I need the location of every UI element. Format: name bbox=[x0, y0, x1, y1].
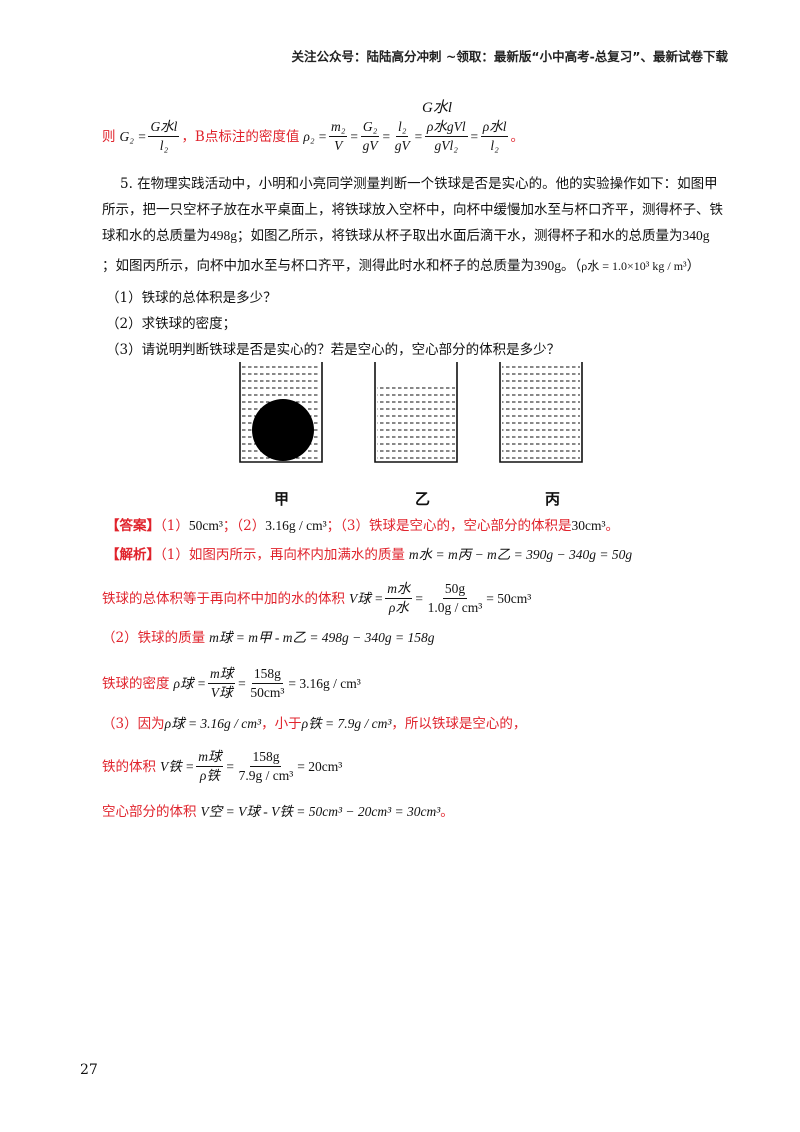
water-density: ρ水 = 1.0×10³ kg / m³ bbox=[581, 259, 687, 273]
analysis-tag: 【解析】 bbox=[106, 547, 160, 563]
cup-jia bbox=[239, 362, 323, 463]
cups-figure bbox=[239, 362, 583, 463]
floating-formula-fragment: G水l bbox=[422, 100, 453, 116]
cup-yi bbox=[374, 362, 458, 463]
cup-bing bbox=[499, 362, 583, 463]
answer-line: 【答案】（1）50cm³；（2）3.16g / cm³；（3）铁球是空心的，空心… bbox=[106, 518, 620, 534]
mass-2: 340g bbox=[682, 228, 710, 243]
figure-label-jia: 甲 bbox=[274, 490, 290, 508]
answer-tag: 【答案】 bbox=[106, 518, 160, 534]
question-1: （1）铁球的总体积是多少？ bbox=[106, 290, 277, 306]
mid-text: ，B点标注的密度值 bbox=[181, 128, 300, 145]
problem-line-1: 5. 在物理实践活动中，小明和小亮同学测量判断一个铁球是否是实心的。他的实验操作… bbox=[120, 176, 718, 192]
prefix-text: 则 bbox=[102, 128, 116, 145]
g2-lhs: G₂ = bbox=[119, 128, 147, 144]
figure-label-yi: 乙 bbox=[415, 490, 431, 508]
iron-ball bbox=[252, 399, 314, 461]
page-header: 关注公众号：陆陆高分冲刺 ~领取：最新版“小中高考-总复习”、最新试卷下载 bbox=[291, 49, 728, 64]
problem-line-4: ；如图丙所示，向杯中加水至与杯口齐平，测得此时水和杯子的总质量为390g。（ρ水… bbox=[102, 258, 701, 274]
analysis-line-5: （3）因为ρ球 = 3.16g / cm³，小于ρ铁 = 7.9g / cm³，… bbox=[102, 716, 527, 732]
question-2: （2）求铁球的密度； bbox=[106, 316, 237, 332]
rho2-lhs: ρ₂ = bbox=[303, 128, 328, 144]
page-number: 27 bbox=[80, 1062, 98, 1078]
mass-3: 390g bbox=[534, 258, 561, 273]
end-mark: 。 bbox=[510, 128, 524, 145]
problem-line-3: 球和水的总质量为498g；如图乙所示，将铁球从杯子取出水面后滴干水，测得杯子和水… bbox=[102, 228, 710, 244]
figure-label-bing: 丙 bbox=[545, 490, 561, 508]
question-3: （3）请说明判断铁球是否是实心的？若是空心的，空心部分的体积是多少？ bbox=[106, 342, 561, 358]
mass-1: 498g bbox=[210, 228, 237, 243]
problem-line-2: 所示，把一只空杯子放在水平桌面上，将铁球放入空杯中，向杯中缓慢加水至与杯口齐平，… bbox=[102, 202, 723, 218]
